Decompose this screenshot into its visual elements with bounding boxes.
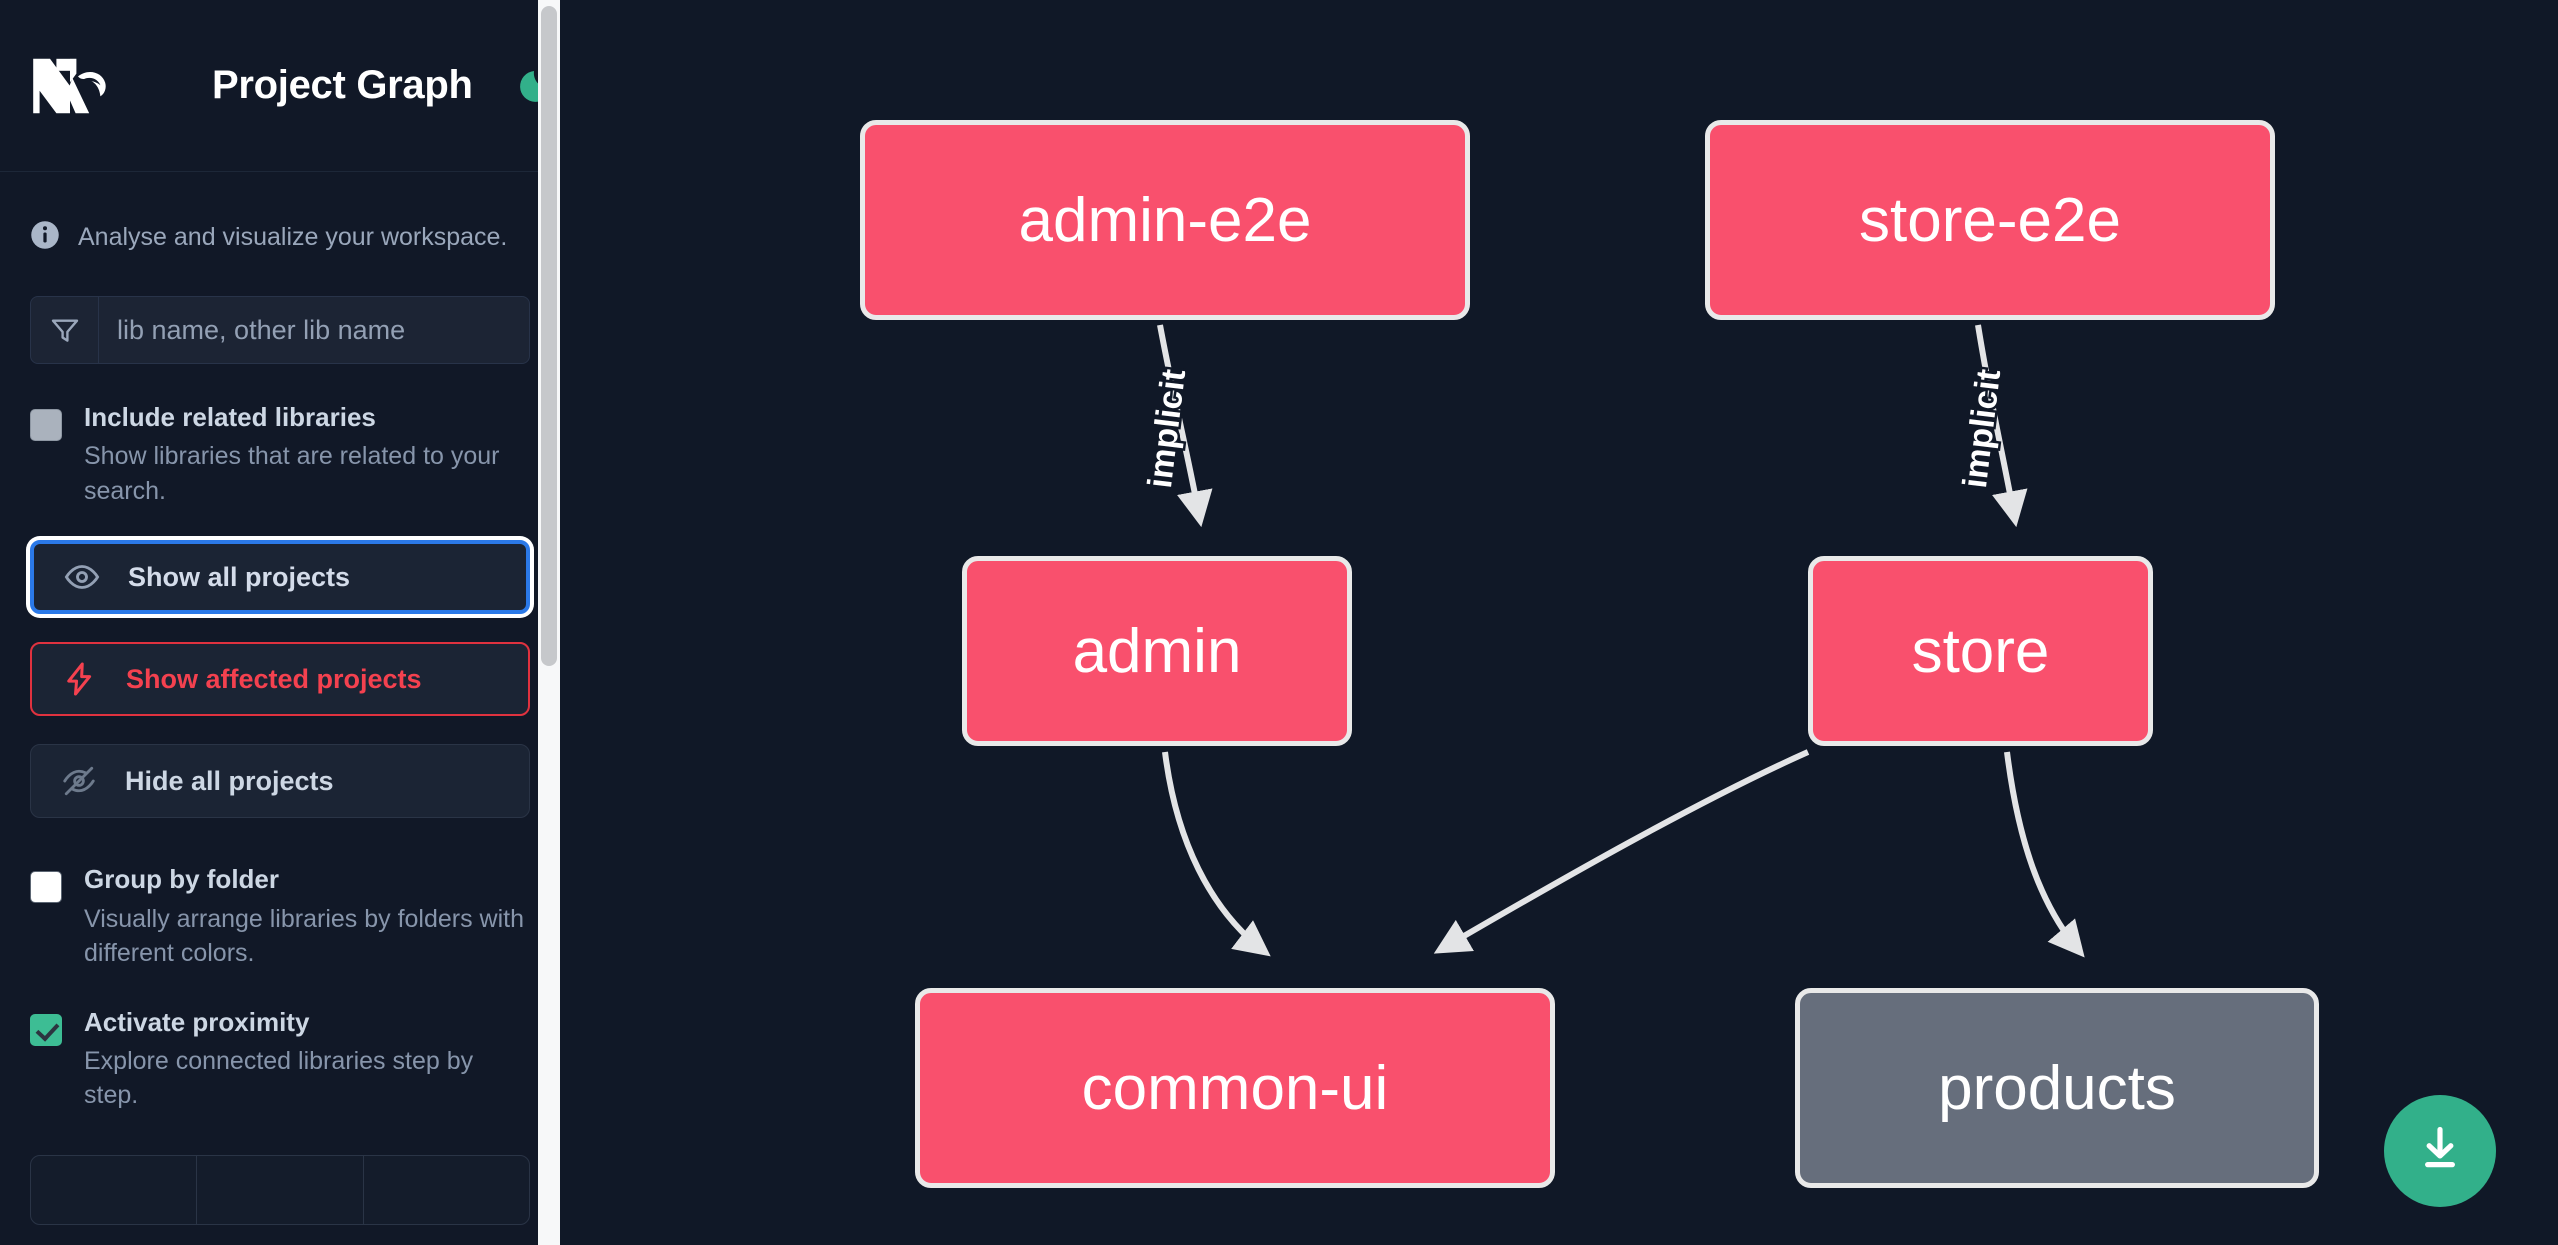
filter-funnel-icon bbox=[31, 297, 99, 363]
edge-label-implicit-store: implicit bbox=[1953, 365, 2010, 493]
graph-node-admin-label: admin bbox=[1072, 616, 1242, 686]
page-title: Project Graph bbox=[212, 63, 473, 107]
edge-admin-common-ui bbox=[1162, 751, 1271, 957]
eye-off-icon bbox=[59, 763, 99, 799]
graph-node-products[interactable]: products bbox=[1795, 988, 2319, 1188]
graph-node-admin-e2e[interactable]: admin-e2e bbox=[860, 120, 1470, 320]
graph-edges: implicit implicit bbox=[1138, 324, 2085, 958]
graph-node-store-e2e[interactable]: store-e2e bbox=[1705, 120, 2275, 320]
checkbox-group-by-folder[interactable]: Group by folder Visually arrange librari… bbox=[30, 866, 530, 970]
proximity-step-option-1[interactable] bbox=[31, 1155, 198, 1224]
sidebar-scrollbar[interactable] bbox=[538, 0, 560, 1245]
svg-text:implicit: implicit bbox=[1956, 367, 2008, 490]
graph-node-common-ui[interactable]: common-ui bbox=[915, 988, 1555, 1188]
search-input[interactable] bbox=[99, 297, 529, 363]
checkbox-include-related-libraries[interactable]: Include related libraries Show libraries… bbox=[30, 402, 530, 508]
download-icon bbox=[2414, 1123, 2466, 1180]
search-field[interactable] bbox=[30, 296, 530, 364]
show-all-projects-button[interactable]: Show all projects bbox=[30, 540, 530, 615]
graph-node-admin[interactable]: admin bbox=[962, 556, 1352, 746]
checkbox-include-related-libraries-box[interactable] bbox=[30, 409, 62, 441]
graph-canvas[interactable]: implicit implicit admin-e2e store-e2e ad… bbox=[560, 0, 2558, 1245]
edge-store-e2e-store bbox=[1975, 324, 2028, 528]
show-all-projects-label: Show all projects bbox=[128, 561, 351, 592]
hide-all-projects-button[interactable]: Hide all projects bbox=[30, 744, 530, 819]
graph-node-admin-e2e-label: admin-e2e bbox=[1018, 185, 1312, 255]
checkbox-activate-proximity-box[interactable] bbox=[30, 1013, 62, 1046]
download-graph-button[interactable] bbox=[2384, 1095, 2496, 1207]
graph-node-common-ui-label: common-ui bbox=[1081, 1053, 1389, 1123]
eye-icon bbox=[62, 559, 102, 595]
graph-node-store-label: store bbox=[1911, 616, 2050, 686]
sidebar-header: Project Graph bbox=[0, 0, 560, 172]
info-circle-icon bbox=[30, 220, 60, 255]
svg-text:implicit: implicit bbox=[1141, 367, 1193, 490]
graph-node-products-label: products bbox=[1938, 1053, 2176, 1123]
sidebar-scrollbar-thumb[interactable] bbox=[541, 6, 557, 666]
show-affected-projects-button[interactable]: Show affected projects bbox=[30, 642, 530, 717]
proximity-step-option-3[interactable] bbox=[364, 1156, 529, 1224]
checkbox-group-by-folder-desc: Visually arrange libraries by folders wi… bbox=[84, 904, 525, 968]
checkbox-include-related-libraries-desc: Show libraries that are related to your … bbox=[84, 442, 500, 505]
edge-store-common-ui bbox=[1433, 749, 1810, 954]
proximity-step-option-2[interactable] bbox=[197, 1155, 364, 1224]
checkbox-include-related-libraries-label: Include related libraries bbox=[84, 402, 376, 432]
lightning-bolt-icon bbox=[60, 661, 100, 697]
sidebar: Project Graph Analyse and visualize your… bbox=[0, 0, 560, 1245]
checkbox-activate-proximity-label: Activate proximity bbox=[84, 1006, 310, 1037]
graph-node-store-e2e-label: store-e2e bbox=[1859, 185, 2121, 255]
info-banner-text: Analyse and visualize your workspace. bbox=[78, 222, 508, 251]
checkbox-activate-proximity-desc: Explore connected libraries step by step… bbox=[84, 1046, 474, 1110]
info-banner: Analyse and visualize your workspace. bbox=[30, 172, 530, 260]
nx-logo-icon bbox=[30, 53, 126, 119]
edge-label-implicit-admin: implicit bbox=[1138, 365, 1195, 493]
edge-store-products bbox=[2004, 751, 2085, 958]
show-affected-projects-label: Show affected projects bbox=[126, 663, 422, 694]
proximity-step-group[interactable] bbox=[30, 1154, 530, 1225]
checkbox-activate-proximity[interactable]: Activate proximity Explore connected lib… bbox=[30, 1006, 530, 1113]
graph-node-store[interactable]: store bbox=[1808, 556, 2153, 746]
edge-admin-e2e-admin bbox=[1157, 324, 1213, 528]
checkbox-group-by-folder-box[interactable] bbox=[30, 871, 62, 904]
checkbox-group-by-folder-label: Group by folder bbox=[84, 864, 279, 895]
hide-all-projects-label: Hide all projects bbox=[125, 765, 334, 796]
sidebar-body: Analyse and visualize your workspace. In… bbox=[0, 172, 560, 1225]
